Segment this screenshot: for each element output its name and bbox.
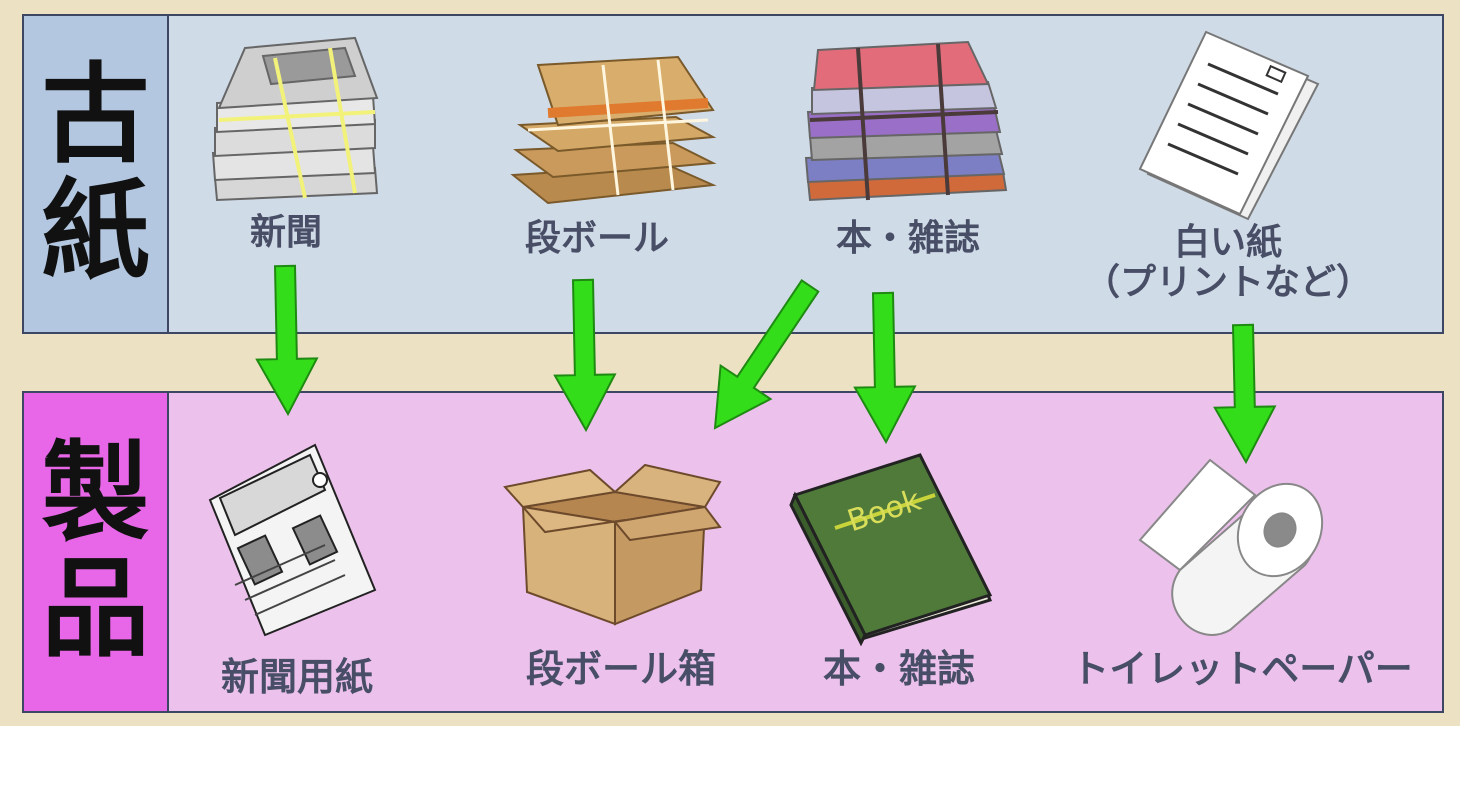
source-label-newspaper: 新聞 xyxy=(249,212,323,253)
source-heading: 古 紙 xyxy=(24,16,169,332)
toilet-paper-icon xyxy=(1138,458,1324,636)
source-label-white-paper: 白い紙 xyxy=(1173,222,1283,263)
bundled-cardboard-icon xyxy=(510,55,717,205)
product-heading-char-1: 製 xyxy=(41,431,150,556)
source-label-white-paper-note: （プリントなど） xyxy=(1083,262,1373,303)
flow-arrow-1 xyxy=(255,264,319,417)
bundled-newspapers-icon xyxy=(211,36,379,202)
flow-arrow-4 xyxy=(853,291,917,445)
product-label-cardboard-box: 段ボール箱 xyxy=(525,647,717,691)
source-heading-char-2: 紙 xyxy=(41,169,150,294)
flow-arrow-5 xyxy=(1213,323,1277,465)
newspaper-icon xyxy=(208,443,377,637)
source-heading-char-1: 古 xyxy=(41,53,150,178)
product-label-newsprint: 新聞用紙 xyxy=(220,655,374,699)
diagram-canvas: 古 紙 製 品 xyxy=(0,0,1460,726)
bundled-books-icon xyxy=(804,40,1008,202)
cardboard-box-icon xyxy=(503,463,722,626)
product-label-books-magazines: 本・雑誌 xyxy=(822,647,976,691)
white-paper-icon xyxy=(1138,30,1320,221)
flow-arrow-3 xyxy=(713,279,820,430)
flow-arrows xyxy=(255,264,1277,465)
product-heading: 製 品 xyxy=(24,393,169,711)
source-label-cardboard: 段ボール xyxy=(524,218,670,259)
product-heading-char-2: 品 xyxy=(41,547,150,672)
source-label-books-magazines: 本・雑誌 xyxy=(835,218,981,259)
product-label-toilet-paper: トイレットペーパー xyxy=(1071,647,1413,691)
book-icon: Book xyxy=(789,453,993,647)
flow-arrow-2 xyxy=(553,278,617,433)
